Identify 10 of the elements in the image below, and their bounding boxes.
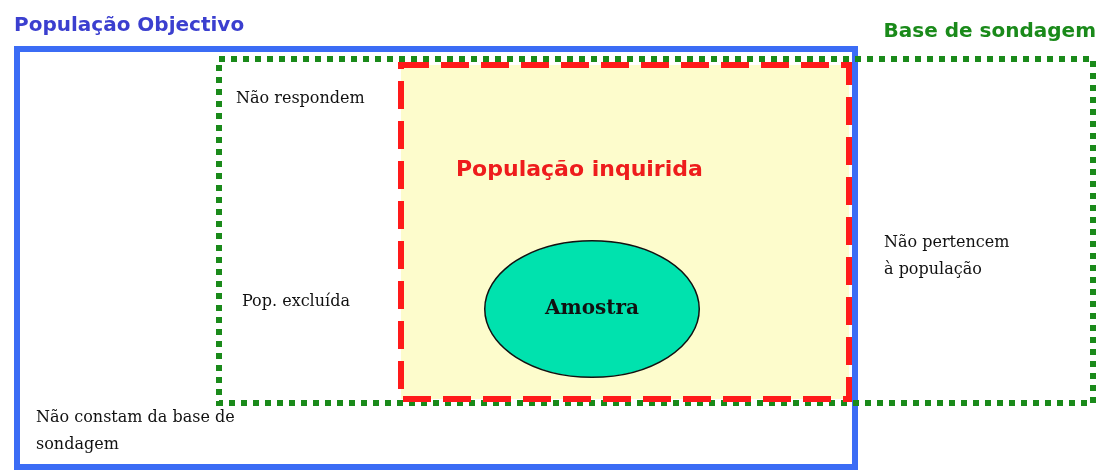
region-title: Base de sondagem [883, 18, 1096, 42]
sample-ellipse [484, 240, 700, 378]
surveyed-population-box [398, 62, 852, 402]
region-title: Amostra [543, 295, 640, 319]
region-note: Não pertencem à população [884, 231, 1011, 280]
region-note: Não constam da base de sondagem [36, 406, 236, 455]
region-title: População inquirida [456, 156, 703, 181]
region-note: Não respondem [236, 87, 365, 109]
region-note: Pop. excluída [242, 290, 350, 312]
region-title: População Objectivo [14, 12, 245, 36]
